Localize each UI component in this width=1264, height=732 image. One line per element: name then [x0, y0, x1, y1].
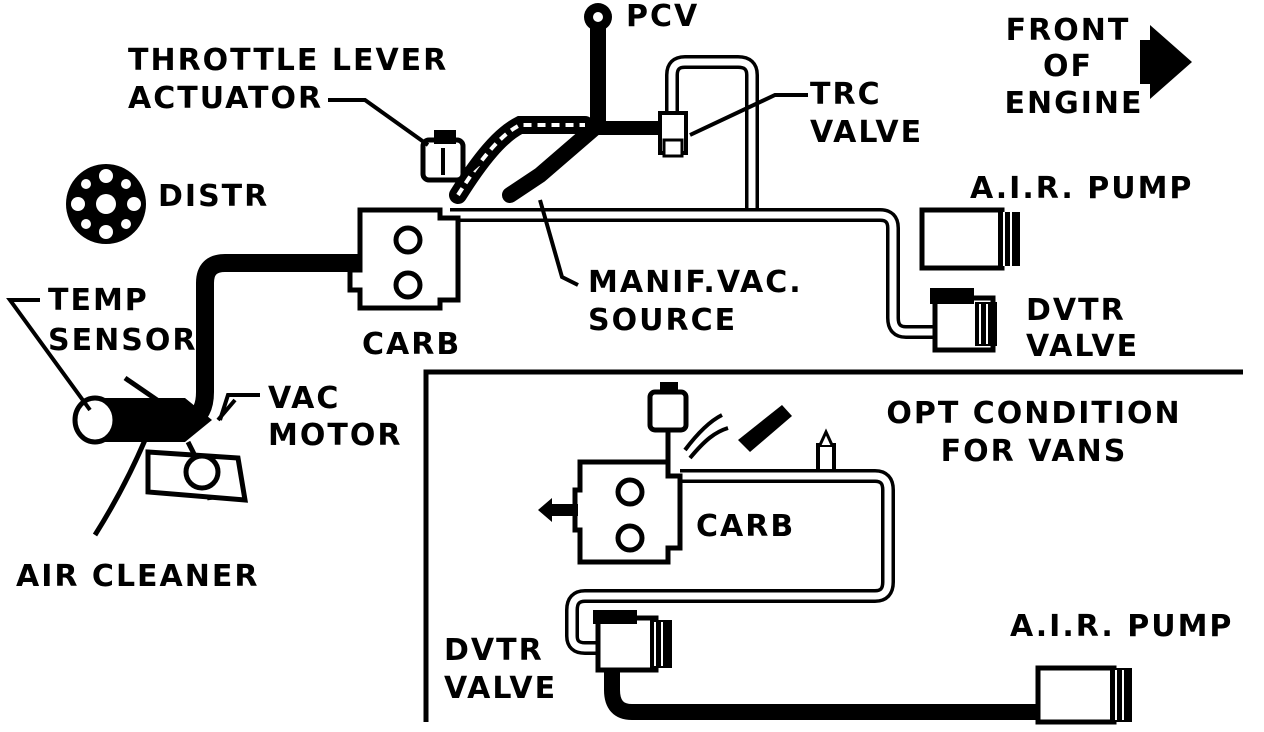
- front-of-engine-line-2: OF: [1043, 49, 1093, 84]
- air-cleaner-snorkel: [72, 375, 212, 445]
- temp-sensor-line-1: TEMP: [48, 283, 149, 318]
- throttle-label-line-1: THROTTLE LEVER: [128, 43, 448, 78]
- dvtr-valve-vans: [593, 610, 672, 673]
- trc-loop-hose: [665, 55, 759, 215]
- vac-motor-line-2: MOTOR: [268, 418, 402, 453]
- dvtr-valve-vans-label: DVTR VALVE: [444, 633, 557, 706]
- vans-vacuum-fitting: [816, 428, 836, 473]
- opt-condition-label: OPT CONDITION FOR VANS: [886, 396, 1181, 469]
- opt-condition-line-2: FOR VANS: [941, 434, 1128, 469]
- air-pump-vans-label: A.I.R. PUMP: [1010, 609, 1233, 644]
- opt-condition-line-1: OPT CONDITION: [886, 396, 1181, 431]
- air-pump-vans: [1035, 665, 1132, 725]
- front-of-engine-label: FRONT OF ENGINE: [1005, 13, 1144, 121]
- distr-label: DISTR: [158, 179, 269, 214]
- vac-motor-line-1: VAC: [268, 381, 340, 416]
- air-cleaner-label: AIR CLEANER: [16, 559, 259, 594]
- temp-sensor-label: TEMP SENSOR: [48, 283, 197, 358]
- trc-valve-line-2: VALVE: [810, 115, 923, 150]
- inset-frame: [423, 369, 1243, 722]
- pcv-fitting: [584, 3, 612, 31]
- trc-valve-line-1: TRC: [810, 77, 882, 112]
- temp-sensor-line-2: SENSOR: [48, 323, 197, 358]
- trc-valve-label: TRC VALVE: [810, 77, 923, 150]
- dvtr-main-line-2: VALVE: [1026, 329, 1139, 364]
- pcv-label: PCV: [626, 0, 699, 34]
- manif-vac-line-1: MANIF.VAC.: [588, 265, 803, 300]
- throttle-lever-actuator-label: THROTTLE LEVER ACTUATOR: [128, 43, 448, 116]
- air-pump-main-label: A.I.R. PUMP: [970, 171, 1193, 206]
- air-pump-main: [919, 207, 1020, 271]
- distributor: [66, 164, 146, 244]
- leader-lines: [6, 93, 808, 421]
- manifold-hose: [449, 116, 594, 204]
- carb-to-dvtr-hose: [450, 208, 935, 339]
- carb-vans-label: CARB: [696, 509, 795, 544]
- manif-vac-source-label: MANIF.VAC. SOURCE: [588, 265, 803, 338]
- vans-carb-outlet-arrow: [538, 498, 578, 522]
- dvtr-valve-main-label: DVTR VALVE: [1026, 293, 1139, 364]
- dvtr-vans-line-2: VALVE: [444, 671, 557, 706]
- throttle-lever-actuator: [420, 130, 483, 183]
- vans-vacuum-plug: [738, 405, 792, 452]
- trc-valve-body: [658, 111, 688, 158]
- carburetor-main: [347, 207, 461, 311]
- front-of-engine-arrow: [1140, 25, 1192, 99]
- manif-vac-line-2: SOURCE: [588, 303, 737, 338]
- vans-dvtr-to-pump-hose: [604, 670, 1040, 720]
- throttle-label-line-2: ACTUATOR: [128, 81, 323, 116]
- front-of-engine-line-3: ENGINE: [1005, 86, 1144, 121]
- pcv-line: [502, 17, 680, 203]
- dvtr-valve-main: [930, 288, 997, 353]
- vans-throttle-actuator: [647, 382, 729, 462]
- carburetor-vans: [572, 459, 683, 565]
- dvtr-main-line-1: DVTR: [1026, 293, 1126, 328]
- vac-motor-label: VAC MOTOR: [268, 381, 402, 453]
- dvtr-vans-line-1: DVTR: [444, 633, 544, 668]
- carb-main-label: CARB: [362, 327, 461, 362]
- front-of-engine-line-1: FRONT: [1006, 13, 1131, 48]
- vans-hose-loop: [565, 469, 895, 655]
